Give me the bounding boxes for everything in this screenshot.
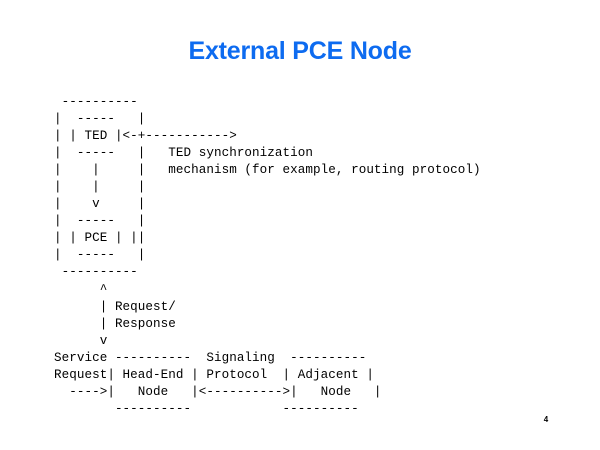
ascii-art-diagram: ---------- | ----- | | | TED |<-+-------… xyxy=(54,95,481,416)
page-title: External PCE Node xyxy=(188,37,412,65)
page-number: 4 xyxy=(543,415,549,424)
